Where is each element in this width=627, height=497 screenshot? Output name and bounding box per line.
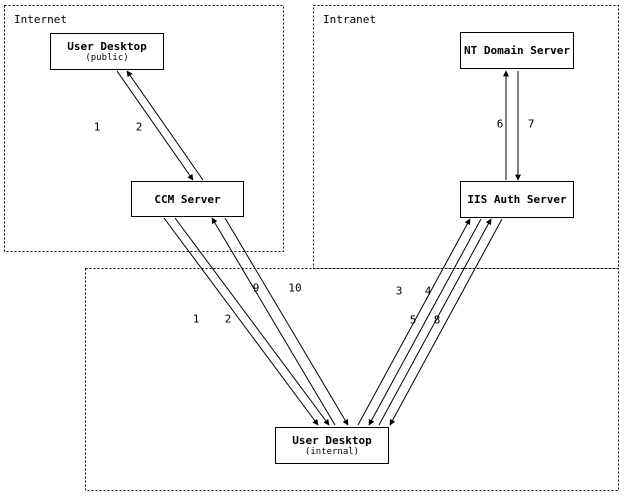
- edge-label-e10: 4: [424, 284, 432, 298]
- edge-label-e5: 9: [252, 281, 260, 295]
- edge-label-e9: 3: [395, 284, 403, 298]
- node-subtitle-user-desktop-public: (public): [85, 52, 129, 63]
- zone-rectangles: [4, 5, 619, 491]
- edge-label-e3: 1: [192, 312, 200, 326]
- zone-label-intranet: Intranet: [323, 13, 376, 26]
- node-iis-auth-server[interactable]: IIS Auth Server: [460, 181, 574, 218]
- node-user-desktop-public[interactable]: User Desktop(public): [50, 33, 164, 70]
- node-title-user-desktop-internal: User Desktop: [292, 433, 372, 447]
- edge-label-e6: 10: [288, 281, 302, 295]
- node-ccm-server[interactable]: CCM Server: [131, 181, 244, 217]
- zone-label-internet: Internet: [14, 13, 67, 26]
- zone-boundary-internal: [85, 268, 619, 491]
- node-title-ccm-server: CCM Server: [154, 192, 221, 206]
- edge-e12-line: [389, 218, 503, 426]
- edge-label-e12: 8: [433, 313, 441, 327]
- node-subtitle-user-desktop-internal: (internal): [304, 446, 360, 457]
- connector-lines: [116, 70, 521, 426]
- node-title-nt-domain-server: NT Domain Server: [464, 44, 570, 57]
- edge-label-e2: 2: [135, 120, 143, 134]
- node-user-desktop-internal[interactable]: User Desktop(internal): [275, 427, 389, 464]
- edge-label-e1: 1: [93, 120, 101, 134]
- edge-label-e4: 2: [224, 312, 232, 326]
- zone-boundary-internet: [4, 5, 284, 252]
- node-title-iis-auth-server: IIS Auth Server: [467, 193, 567, 206]
- edge-e5-line: [211, 217, 336, 426]
- edge-e2-line: [126, 70, 204, 181]
- edge-label-e8: 7: [527, 117, 535, 131]
- edge-e6-line: [224, 217, 349, 426]
- edge-label-e7: 6: [496, 117, 504, 131]
- edge-e9-line: [357, 218, 471, 426]
- edge-label-e11: 5: [409, 313, 417, 327]
- edge-e10-line: [368, 218, 482, 426]
- edge-e4-line: [174, 217, 330, 426]
- edge-e1-line: [116, 70, 194, 181]
- edge-e11-line: [378, 218, 492, 426]
- node-nt-domain-server[interactable]: NT Domain Server: [460, 32, 574, 69]
- node-title-user-desktop-public: User Desktop: [67, 39, 147, 53]
- edge-e3-line: [163, 217, 319, 426]
